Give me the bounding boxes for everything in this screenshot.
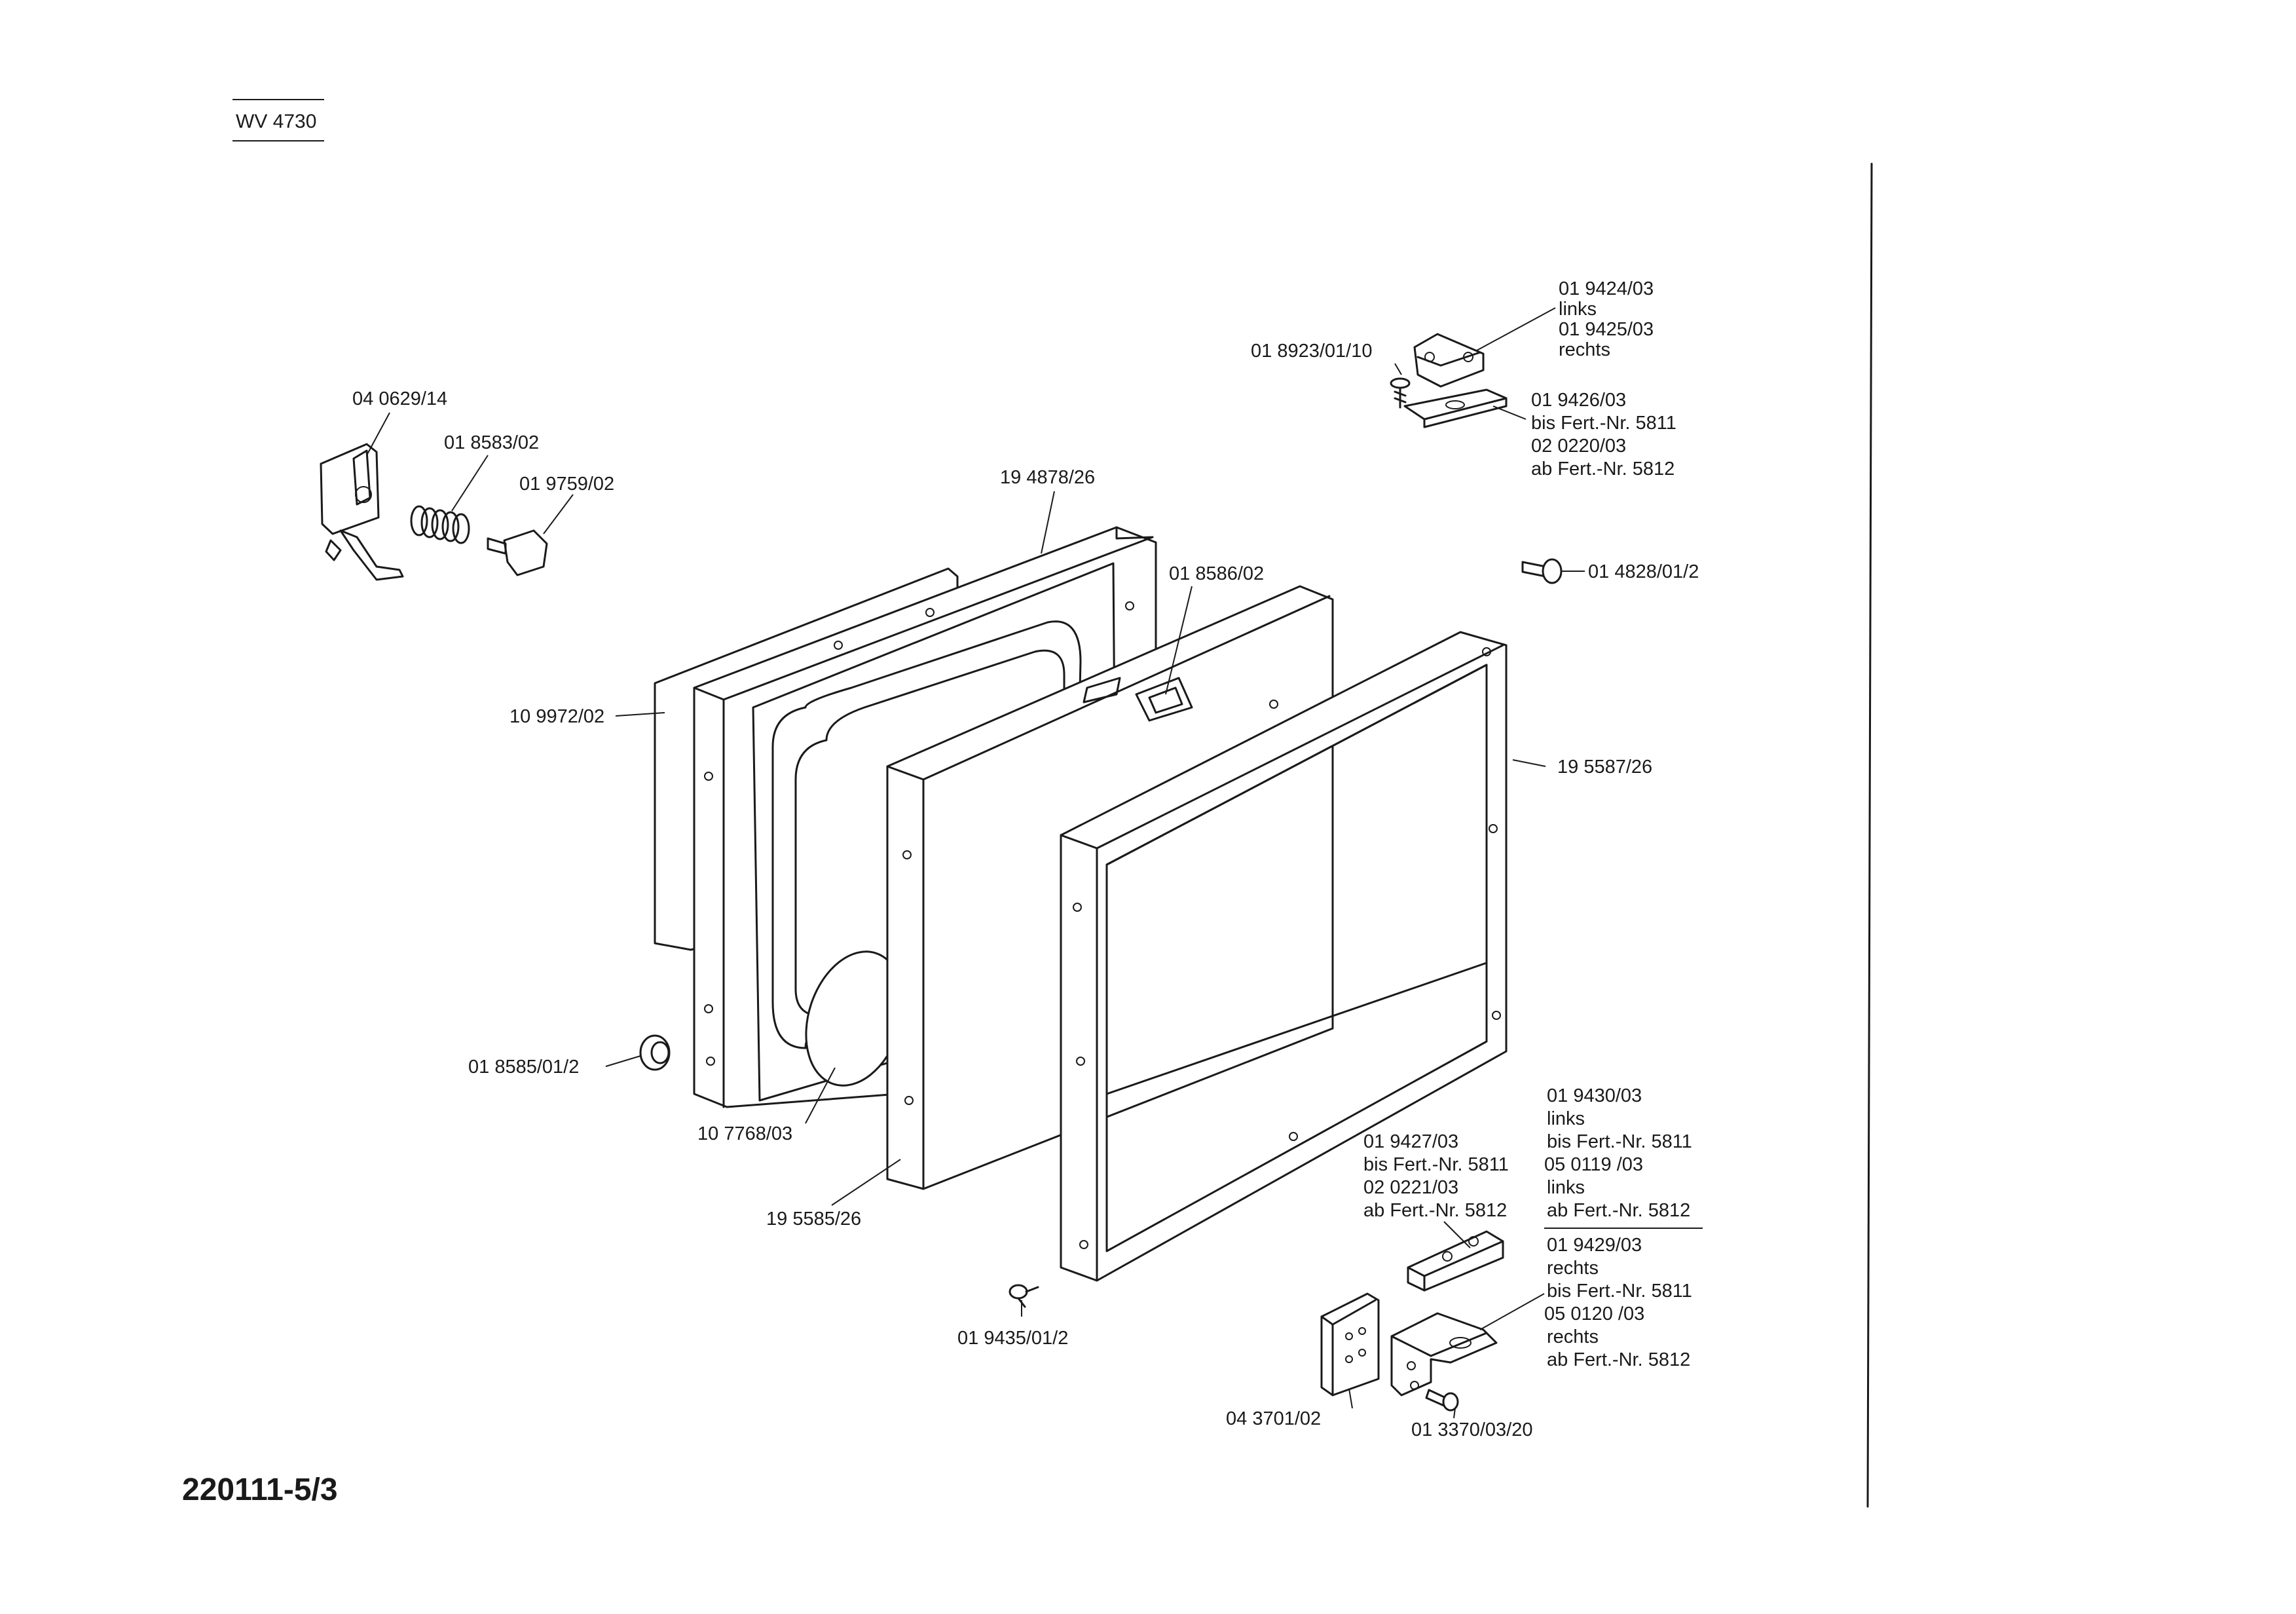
label-bis-fert-1: bis Fert.-Nr. 5811 — [1531, 413, 1676, 434]
label-04-3701-02: 04 3701/02 — [1226, 1408, 1321, 1429]
label-bis-fert-4: bis Fert.-Nr. 5811 — [1547, 1281, 1692, 1302]
label-01-9427-03: 01 9427/03 — [1363, 1131, 1458, 1152]
label-ab-fert-2: ab Fert.-Nr. 5812 — [1547, 1200, 1690, 1221]
label-01-4828-01-2: 01 4828/01/2 — [1588, 561, 1699, 582]
label-02-0221-03: 02 0221/03 — [1363, 1177, 1458, 1198]
part-micro-switch — [320, 443, 404, 581]
label-19-5587-26: 19 5587/26 — [1557, 757, 1652, 778]
part-hinge-top — [1413, 333, 1485, 388]
part-bracket — [1320, 1292, 1380, 1397]
part-outer-frame — [1060, 631, 1508, 1282]
part-push-button — [487, 529, 548, 576]
label-04-0629-14: 04 0629/14 — [352, 388, 447, 409]
label-01-9759-02: 01 9759/02 — [519, 474, 614, 495]
label-01-9425-03: 01 9425/03 — [1559, 319, 1654, 340]
label-10-9972-02: 10 9972/02 — [509, 706, 604, 727]
label-01-9424-03: 01 9424/03 — [1559, 278, 1654, 299]
label-01-9430-03: 01 9430/03 — [1547, 1085, 1642, 1106]
part-hinge-bracket — [1390, 1312, 1498, 1397]
label-rechts-1: rechts — [1559, 339, 1610, 360]
label-01-8923-01-10: 01 8923/01/10 — [1251, 341, 1372, 362]
label-19-4878-26: 19 4878/26 — [1000, 467, 1095, 488]
part-latch-plate — [1135, 677, 1193, 722]
label-01-9429-03: 01 9429/03 — [1547, 1235, 1642, 1256]
right-margin-line — [1866, 162, 1873, 1508]
part-spring — [410, 505, 470, 544]
drawing-number: 220111-5/3 — [182, 1473, 338, 1507]
label-links-3: links — [1547, 1177, 1585, 1198]
label-rechts-2: rechts — [1547, 1258, 1599, 1279]
part-screw-lower — [1425, 1389, 1459, 1412]
label-01-8583-02: 01 8583/02 — [444, 432, 539, 453]
part-hinge-plate — [1403, 388, 1508, 428]
label-bis-fert-3: bis Fert.-Nr. 5811 — [1363, 1154, 1509, 1175]
label-10-7768-03: 10 7768/03 — [697, 1123, 792, 1144]
label-bis-fert-2: bis Fert.-Nr. 5811 — [1547, 1131, 1692, 1152]
label-01-9435-01-2: 01 9435/01/2 — [957, 1328, 1068, 1349]
part-small-screw — [1390, 377, 1411, 409]
label-19-5585-26: 19 5585/26 — [766, 1209, 861, 1229]
part-bolt — [1521, 558, 1563, 584]
part-clip — [1009, 1284, 1039, 1308]
label-ab-fert-1: ab Fert.-Nr. 5812 — [1531, 459, 1675, 479]
label-01-9426-03: 01 9426/03 — [1531, 390, 1626, 411]
label-01-3370-03-20: 01 3370/03/20 — [1411, 1419, 1532, 1440]
label-01-8585-01-2: 01 8585/01/2 — [468, 1057, 579, 1078]
leader-lines — [366, 307, 1703, 1419]
part-hinge-lower — [1407, 1230, 1504, 1292]
label-links-1: links — [1559, 299, 1597, 320]
part-labels: 04 0629/14 01 8583/02 01 9759/02 19 4878… — [352, 278, 1699, 1440]
part-bumper — [639, 1034, 671, 1071]
label-links-2: links — [1547, 1108, 1585, 1129]
label-rechts-3: rechts — [1547, 1326, 1599, 1347]
header-block: WV 4730 — [232, 99, 324, 141]
model-number: WV 4730 — [236, 111, 316, 132]
part-door-panel — [886, 585, 1334, 1190]
label-ab-fert-4: ab Fert.-Nr. 5812 — [1547, 1349, 1690, 1370]
label-05-0119-03: 05 0119 /03 — [1544, 1154, 1643, 1175]
label-01-8586-02: 01 8586/02 — [1169, 563, 1264, 584]
label-05-0120-03: 05 0120 /03 — [1544, 1304, 1644, 1324]
label-ab-fert-3: ab Fert.-Nr. 5812 — [1363, 1200, 1507, 1221]
label-02-0220-03: 02 0220/03 — [1531, 436, 1626, 457]
